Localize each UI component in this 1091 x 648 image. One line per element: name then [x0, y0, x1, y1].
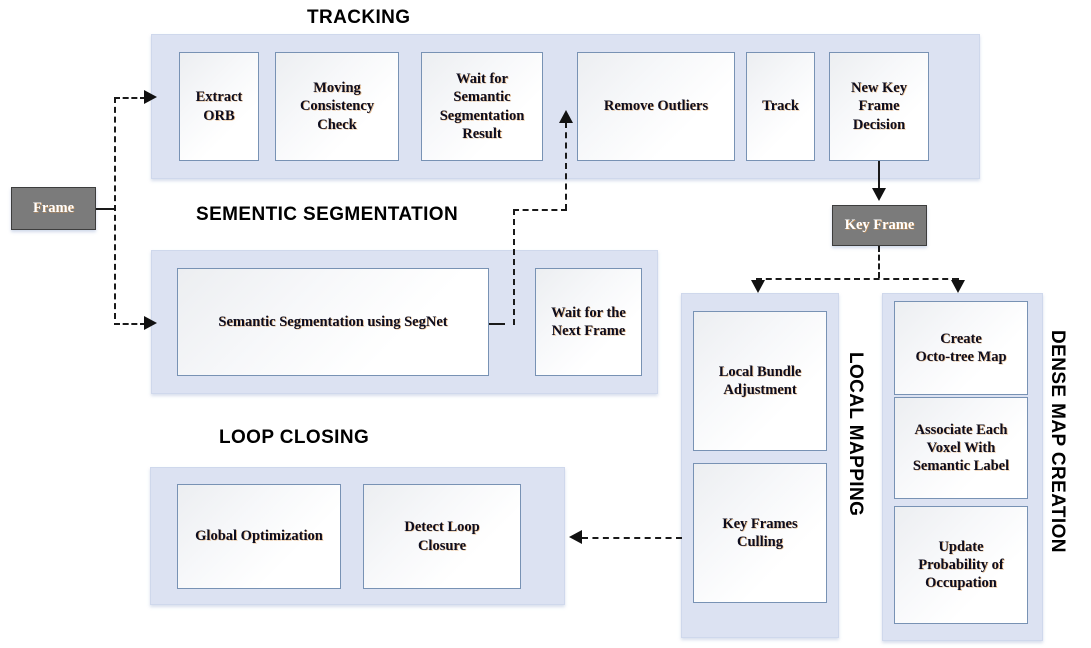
connector-frame-to-bus — [96, 208, 114, 210]
arrowhead-to-key-frame — [872, 188, 886, 201]
arrowhead-to-local-mapping — [751, 280, 765, 293]
connector-key-frame-down — [878, 246, 880, 278]
node-label: Remove Outliers — [603, 98, 709, 115]
node-label: Track — [762, 98, 799, 115]
node-semantic-segmentation-using-segnet[interactable]: Semantic Segmentation using SegNet — [177, 268, 489, 376]
data-box-frame[interactable]: Frame — [11, 187, 96, 230]
connector-key-frame-split-bus — [756, 278, 958, 280]
data-box-label: Frame — [32, 200, 75, 216]
section-title-local-mapping: LOCAL MAPPING — [845, 352, 866, 517]
connector-segnet-horizontal — [513, 209, 567, 211]
node-remove-outliers[interactable]: Remove Outliers — [577, 52, 735, 161]
connector-segnet-output-stub — [489, 323, 505, 325]
arrowhead-to-dense-map — [951, 280, 965, 293]
data-box-key-frame[interactable]: Key Frame — [832, 205, 927, 246]
node-label: Semantic Segmentation using SegNet — [218, 313, 448, 330]
section-title-loop-closing: LOOP CLOSING — [219, 427, 370, 448]
section-title-tracking: TRACKING — [307, 7, 411, 28]
node-track[interactable]: Track — [746, 52, 815, 161]
section-title-semantic-segmentation: SEMENTIC SEGMENTATION — [196, 204, 459, 225]
connector-frame-vertical-bus — [114, 97, 116, 319]
arrowhead-to-wait-semantic-result — [559, 110, 573, 123]
section-title-dense-map-creation: DENSE MAP CREATION — [1047, 330, 1068, 553]
connector-bus-to-tracking — [114, 97, 146, 99]
arrowhead-to-tracking — [144, 90, 157, 104]
connector-decision-to-key-frame — [878, 161, 880, 188]
arrowhead-to-semantic-segmentation — [144, 316, 157, 330]
connector-segnet-up-to-tracking — [565, 122, 567, 210]
node-global-optimization[interactable]: Global Optimization — [177, 484, 341, 589]
arrowhead-to-loop-closing — [569, 530, 582, 544]
connector-culling-to-loop-closing — [582, 537, 682, 539]
node-label: Global Optimization — [195, 528, 323, 545]
connector-bus-to-semantic-segmentation — [114, 323, 146, 325]
connector-segnet-vertical — [513, 209, 515, 325]
data-box-label: Key Frame — [844, 217, 915, 233]
